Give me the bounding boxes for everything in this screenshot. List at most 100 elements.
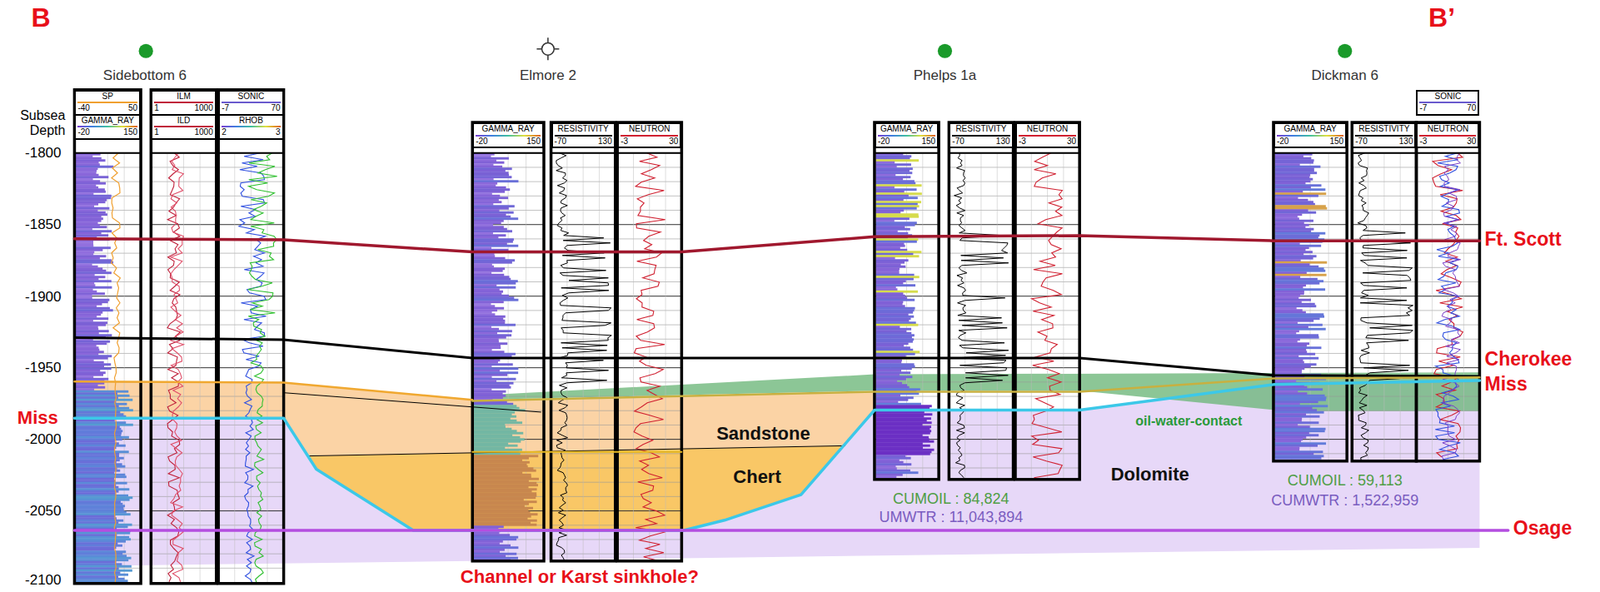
gamma-ray-bar	[875, 238, 918, 241]
gamma-ray-bar	[473, 265, 494, 269]
scale-row: -20150	[877, 137, 936, 147]
grid-line	[218, 152, 284, 154]
gamma-ray-bar	[473, 319, 506, 323]
gamma-ray-bar	[473, 521, 531, 524]
curve-swatch	[77, 101, 138, 104]
gamma-ray-bar	[1274, 450, 1323, 454]
grid-line	[980, 153, 982, 480]
track-divider	[150, 152, 216, 155]
gamma-ray-bar	[75, 411, 120, 414]
log-curve	[170, 153, 185, 583]
log-track-header: RESISTIVITY-70130	[948, 122, 1013, 149]
gamma-ray-bar	[1274, 288, 1326, 291]
gamma-ray-bar	[75, 234, 109, 237]
gamma-ray-bar	[1274, 213, 1302, 216]
log-grid	[150, 153, 216, 584]
gamma-ray-bar	[75, 174, 100, 177]
gamma-ray-bar	[875, 171, 913, 175]
gamma-ray-bar	[1274, 304, 1316, 308]
scale-row: -20150	[1276, 137, 1344, 147]
gamma-ray-bar	[473, 274, 505, 277]
gamma-ray-bar	[75, 548, 115, 552]
gamma-ray-bar	[473, 367, 519, 370]
gamma-ray-bar	[75, 396, 119, 399]
gamma-ray-bar	[473, 433, 513, 437]
gamma-ray-bar	[473, 321, 506, 324]
gamma-ray-bar	[875, 323, 918, 327]
oil-well-symbol	[139, 44, 154, 59]
gamma-ray-bar	[473, 546, 519, 549]
gamma-ray-bar	[1274, 348, 1306, 352]
gamma-ray-bar	[875, 328, 912, 331]
gamma-ray-bar	[875, 267, 900, 270]
gamma-ray-bar	[473, 175, 513, 179]
gamma-ray-bar	[473, 488, 538, 491]
gamma-ray-bar	[473, 213, 507, 216]
gamma-ray-bar	[473, 388, 493, 391]
gamma-ray-bar	[473, 263, 493, 266]
curve-swatch	[554, 134, 613, 137]
gamma-ray-bar	[75, 215, 102, 219]
scale-row: 11000	[154, 104, 213, 114]
gamma-ray-bar	[473, 358, 501, 362]
gamma-ray-bar	[1274, 336, 1319, 339]
gamma-ray-bar	[875, 461, 903, 464]
gamma-ray-bar	[75, 479, 116, 483]
gamma-ray-bar	[473, 257, 506, 260]
gamma-ray-bar	[473, 221, 502, 225]
gamma-ray-bar	[1274, 408, 1317, 412]
gamma-ray-bar	[75, 392, 118, 395]
gamma-ray-bar	[75, 448, 115, 452]
gamma-ray-bar	[473, 317, 504, 320]
gamma-ray-bar	[1274, 317, 1320, 320]
curve-swatch	[1018, 134, 1077, 137]
grid-line	[1015, 152, 1080, 154]
gamma-ray-bar	[875, 367, 912, 370]
gamma-ray-bar	[875, 254, 919, 258]
gamma-ray-bar	[875, 311, 913, 315]
gamma-ray-bar	[473, 154, 492, 158]
scale-value: 2	[221, 128, 227, 138]
gamma-ray-bar	[75, 523, 133, 527]
gamma-ray-bar	[1274, 363, 1316, 366]
gamma-ray-bar	[75, 473, 125, 477]
gamma-ray-bar	[1274, 249, 1306, 252]
gamma-ray-bar	[875, 269, 899, 273]
gamma-ray-bar	[75, 225, 107, 229]
gamma-ray-bar	[875, 246, 900, 250]
log-curve	[111, 153, 121, 584]
gamma-ray-bar	[75, 500, 121, 504]
gamma-ray-bar	[1274, 421, 1319, 424]
scale-value: -3	[1018, 137, 1027, 147]
grid-line	[1463, 153, 1465, 462]
gamma-ray-bar	[75, 278, 99, 281]
gamma-ray-bar	[1274, 292, 1304, 295]
gamma-ray-bar	[473, 234, 507, 237]
gamma-ray-bar	[75, 504, 125, 508]
gamma-ray-bar	[875, 169, 910, 173]
gamma-ray-bar	[75, 494, 129, 498]
curve-name: RHOB	[221, 116, 280, 126]
gamma-ray-bar	[75, 361, 105, 364]
gamma-ray-bar	[75, 240, 94, 244]
gamma-ray-bar	[473, 225, 504, 229]
gamma-ray-bar	[473, 244, 519, 248]
grid-line	[874, 152, 939, 154]
gamma-ray-bar	[1274, 182, 1306, 185]
gamma-ray-bar	[473, 300, 504, 304]
log-track-header: RESISTIVITY-70130	[551, 122, 616, 149]
scale-value: -40	[77, 104, 90, 114]
log-track-header: GAMMA_RAY-20150	[1273, 122, 1347, 149]
gamma-ray-bar	[75, 542, 118, 545]
gamma-ray-bar	[473, 290, 504, 294]
gamma-ray-bar	[1274, 344, 1307, 348]
gamma-ray-bar	[1274, 386, 1307, 389]
gamma-ray-bar	[473, 174, 509, 177]
gamma-ray-bar	[75, 365, 105, 369]
gamma-ray-bar	[1274, 157, 1311, 160]
gamma-ray-bar	[75, 321, 108, 324]
gamma-ray-bar	[1274, 394, 1325, 398]
gamma-ray-bar	[473, 329, 513, 333]
gamma-ray-bar	[75, 178, 94, 181]
